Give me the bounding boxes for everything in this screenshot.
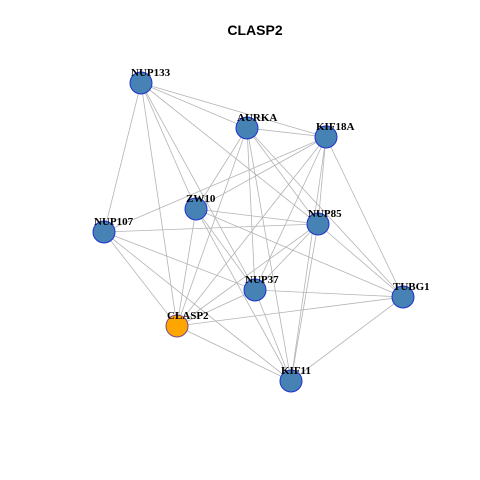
edge-aurka-kif11 bbox=[246, 127, 292, 382]
edge-nup37-clasp2 bbox=[176, 289, 256, 327]
node-label-zw10: ZW10 bbox=[186, 193, 216, 205]
node-nup107 bbox=[92, 220, 116, 244]
edge-nup107-clasp2 bbox=[103, 231, 178, 327]
edge-kif18a-kif11 bbox=[290, 136, 327, 382]
edge-kif18a-clasp2 bbox=[176, 136, 327, 327]
node-label-nup107: NUP107 bbox=[94, 216, 134, 228]
edge-nup37-kif11 bbox=[254, 289, 292, 382]
edge-nup133-aurka bbox=[140, 82, 248, 129]
edge-aurka-tubg1 bbox=[246, 127, 404, 298]
edge-aurka-nup85 bbox=[246, 127, 319, 225]
node-clasp2 bbox=[165, 314, 189, 338]
edge-nup37-tubg1 bbox=[254, 289, 404, 298]
edge-nup85-tubg1 bbox=[317, 223, 404, 298]
edge-nup107-kif11 bbox=[103, 231, 292, 382]
edge-nup85-kif11 bbox=[290, 223, 319, 382]
node-nup85 bbox=[306, 212, 330, 236]
node-aurka bbox=[235, 116, 259, 140]
edge-nup107-nup37 bbox=[103, 231, 256, 291]
node-kif18a bbox=[314, 125, 338, 149]
plot-title: CLASP2 bbox=[227, 22, 282, 38]
node-label-kif11: KIF11 bbox=[281, 365, 311, 377]
node-zw10 bbox=[184, 197, 208, 221]
edge-kif18a-nup85 bbox=[317, 136, 327, 225]
edge-nup133-zw10 bbox=[140, 82, 197, 210]
node-label-aurka: AURKA bbox=[237, 112, 277, 124]
edge-nup133-nup85 bbox=[140, 82, 319, 225]
node-kif11 bbox=[279, 369, 303, 393]
edge-kif18a-nup107 bbox=[103, 136, 327, 233]
edge-zw10-nup85 bbox=[195, 208, 319, 225]
edge-kif18a-zw10 bbox=[195, 136, 327, 210]
nodes-layer bbox=[92, 71, 415, 393]
edge-aurka-kif18a bbox=[246, 127, 327, 138]
node-label-nup85: NUP85 bbox=[308, 208, 342, 220]
edge-kif18a-nup37 bbox=[254, 136, 327, 291]
node-nup133 bbox=[129, 71, 153, 95]
node-label-nup133: NUP133 bbox=[131, 67, 171, 79]
edge-nup133-kif18a bbox=[140, 82, 327, 138]
node-nup37 bbox=[243, 278, 267, 302]
node-tubg1 bbox=[391, 285, 415, 309]
edge-clasp2-kif11 bbox=[176, 325, 292, 382]
edge-nup133-nup37 bbox=[140, 82, 256, 291]
edge-nup133-nup107 bbox=[103, 82, 142, 233]
node-label-tubg1: TUBG1 bbox=[393, 281, 430, 293]
edge-kif18a-tubg1 bbox=[325, 136, 404, 298]
edge-aurka-clasp2 bbox=[176, 127, 248, 327]
node-label-clasp2: CLASP2 bbox=[167, 310, 209, 322]
edge-nup107-nup85 bbox=[103, 223, 319, 233]
node-label-kif18a: KIF18A bbox=[316, 121, 355, 133]
edge-aurka-zw10 bbox=[195, 127, 248, 210]
node-label-nup37: NUP37 bbox=[245, 274, 279, 286]
edges-layer bbox=[103, 82, 404, 382]
edge-nup85-clasp2 bbox=[176, 223, 319, 327]
edge-aurka-nup37 bbox=[246, 127, 256, 291]
edge-zw10-tubg1 bbox=[195, 208, 404, 298]
edge-tubg1-kif11 bbox=[290, 296, 404, 382]
edge-nup85-nup37 bbox=[254, 223, 319, 291]
edge-clasp2-tubg1 bbox=[176, 296, 404, 327]
